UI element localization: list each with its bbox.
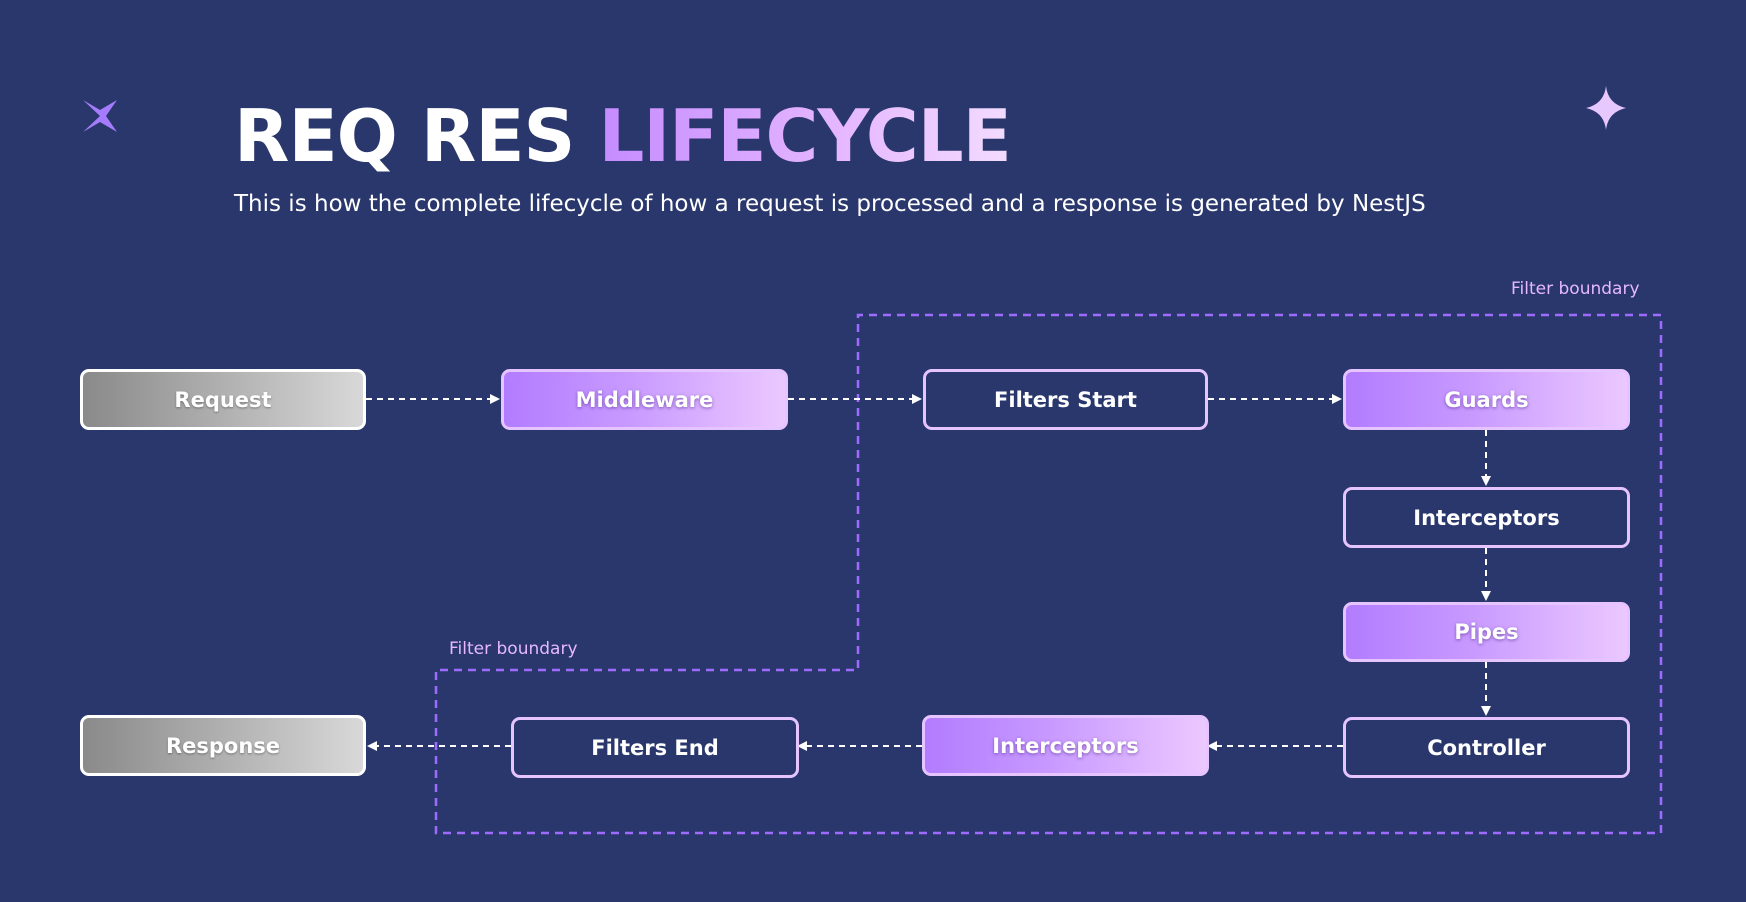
node-controller: Controller (1343, 717, 1630, 778)
filter-boundary-label-bottom: Filter boundary (449, 639, 578, 659)
page-subtitle: This is how the complete lifecycle of ho… (234, 191, 1426, 217)
page-title: REQ RES LIFECYCLE (234, 94, 1012, 178)
node-middleware: Middleware (501, 369, 788, 430)
node-interceptors-out: Interceptors (922, 715, 1209, 776)
sparkle-star-icon (1586, 86, 1626, 130)
node-request: Request (80, 369, 366, 430)
node-pipes: Pipes (1343, 602, 1630, 662)
node-filters-start: Filters Start (923, 369, 1208, 430)
filter-boundary (434, 313, 1663, 835)
node-filters-end: Filters End (511, 717, 799, 778)
filter-boundary-label-top: Filter boundary (1511, 279, 1640, 299)
node-response: Response (80, 715, 366, 776)
node-interceptors-in: Interceptors (1343, 487, 1630, 548)
node-guards: Guards (1343, 369, 1630, 430)
four-point-star-icon (83, 100, 117, 132)
